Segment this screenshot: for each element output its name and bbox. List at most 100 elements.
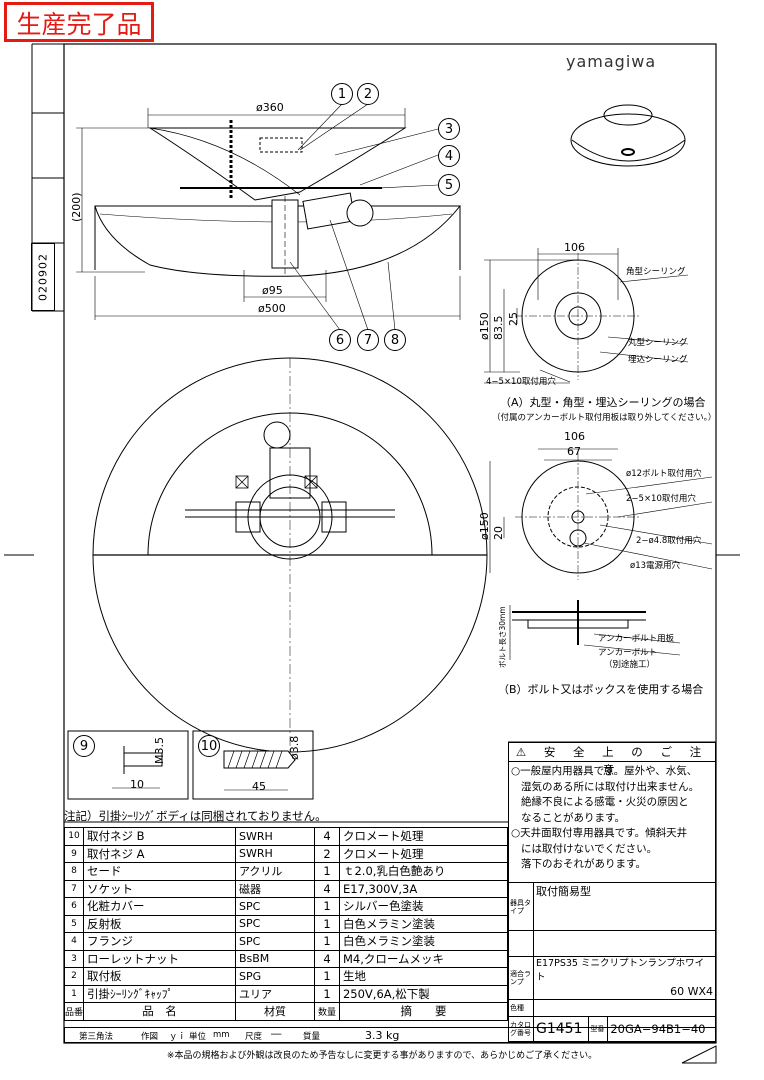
part-name: ローレットナット [83, 949, 236, 968]
dim-95: ø95 [262, 284, 283, 297]
body-note: 注記）引掛ｼｰﾘﾝｸﾞボディは同梱されておりません。 [64, 809, 327, 823]
part-desc: M4,クロームメッキ [338, 949, 509, 968]
label-umekomi: 埋込シーリング [628, 355, 688, 365]
part-qty: 1 [313, 862, 340, 881]
model-value: 20GA−94B1−40 [607, 1016, 716, 1042]
weight-key: 質量 [303, 1032, 321, 1042]
part-desc: クロメート処理 [338, 844, 509, 863]
spec-block: 器具タイプ 取付簡易型 適合ランプ E17PS35 ミニクリプトンランプホワイト… [508, 882, 716, 1042]
document-number-box: 020902 [31, 243, 55, 311]
part-name: 化粧カバー [83, 897, 236, 916]
color-key: 色種 [508, 999, 534, 1017]
part-name: 引掛ｼｰﾘﾝｸﾞｷｬｯﾌﾟ [83, 984, 236, 1003]
dim-b-67: 67 [567, 445, 581, 458]
plan-view [92, 357, 488, 753]
safety-line: 湿気のある所には取付け出来ません。 [521, 780, 700, 793]
detail-10-label: 10 [198, 735, 220, 757]
discontinued-stamp: 生産完了品 [4, 2, 154, 42]
title-block-bottom: 第三角法 作図 ｙｉ 単位 mm 尺度 ── 質量 3.3 kg [64, 1027, 716, 1043]
dim-360: ø360 [256, 101, 284, 114]
lamp-value-2: 60 WX4 [670, 985, 713, 998]
label-holes-2-48: 2−ø4.8取付用穴 [636, 536, 702, 546]
part-name: フランジ [83, 932, 236, 951]
label-anchor-plate: アンカーボルト用板 [598, 634, 675, 644]
part-desc: 生地 [338, 967, 509, 986]
part-desc: 250V,6A,松下製 [338, 984, 509, 1003]
part-qty: 1 [313, 984, 340, 1003]
label-kakugata: 角型シーリング [626, 267, 686, 277]
safety-line: 落下のおそれがあります。 [521, 858, 646, 870]
figure-a-note: （付属のアンカーボルト取付用板は取り外してください。） [492, 413, 717, 423]
dim-a-106: 106 [564, 241, 585, 254]
safety-line: ○一般屋内用器具です。屋外や、水気、 [511, 765, 698, 777]
part-desc: 白色メラミン塗装 [338, 932, 509, 951]
part-mat: ユリア [234, 984, 315, 1003]
lamp-value-1: E17PS35 ミニクリプトンランプホワイト [536, 958, 705, 983]
unit-value: mm [213, 1030, 230, 1040]
part-no: 5 [63, 914, 85, 933]
part-mat: SPG [234, 967, 315, 986]
part-desc: ｔ2.0,乳白色艶あり [338, 862, 509, 881]
dim-b-106: 106 [564, 430, 585, 443]
callout-3: 3 [438, 118, 460, 140]
dim-m35: M3.5 [153, 737, 166, 764]
part-name: セード [83, 862, 236, 881]
catalog-value: G1451 [532, 1016, 590, 1042]
part-qty: 4 [313, 879, 340, 898]
header-desc: 摘 要 [338, 1002, 509, 1021]
safety-notice: ⚠ 安 全 上 の ご 注 意 ○一般屋内用器具です。屋外や、水気、湿気のある所… [508, 742, 716, 882]
part-name: 取付ネジ B [83, 827, 236, 846]
part-no: 8 [63, 862, 85, 881]
part-qty: 1 [313, 897, 340, 916]
header-no: 品番 [63, 1002, 85, 1021]
dim-a-150: ø150 [478, 312, 491, 340]
part-mat: アクリル [234, 862, 315, 881]
part-no: 4 [63, 932, 85, 951]
part-qty: 1 [313, 967, 340, 986]
part-qty: 4 [313, 949, 340, 968]
detail-9-label: 9 [73, 735, 95, 757]
part-qty: 1 [313, 914, 340, 933]
dim-b-20: 20 [492, 526, 505, 540]
safety-title: ⚠ 安 全 上 の ご 注 意 [509, 743, 715, 777]
part-qty: 2 [313, 844, 340, 863]
part-mat: SWRH [234, 827, 315, 846]
lamp-key: 適合ランプ [508, 956, 534, 1000]
label-anchor-separate: （別途施工） [604, 660, 656, 670]
unit-key: 単位 [189, 1032, 207, 1042]
model-key: 型番 [588, 1016, 609, 1042]
label-bolt-length: ボルト長さ30mm [498, 606, 507, 668]
callout-5: 5 [438, 174, 460, 196]
part-no: 7 [63, 879, 85, 898]
side-elevation [76, 103, 462, 331]
part-mat: BsBM [234, 949, 315, 968]
callout-2: 2 [357, 83, 379, 105]
weight-value: 3.3 kg [365, 1029, 400, 1042]
scale-key: 尺度 [245, 1032, 263, 1042]
document-number: 020902 [36, 253, 50, 301]
type-value: 取付簡易型 [533, 882, 716, 931]
part-qty: 1 [313, 932, 340, 951]
part-no: 9 [63, 844, 85, 863]
figure-b-caption: （B）ボルト又はボックスを使用する場合 [498, 683, 704, 696]
dim-b-150: ø150 [478, 512, 491, 540]
safety-body: ○一般屋内用器具です。屋外や、水気、湿気のある所には取付け出来ません。絶縁不良に… [509, 762, 715, 873]
part-no: 2 [63, 967, 85, 986]
part-name: ソケット [83, 879, 236, 898]
warning-icon: ⚠ [515, 745, 534, 759]
part-mat: SPC [234, 897, 315, 916]
part-no: 6 [63, 897, 85, 916]
part-desc: シルバー色塗装 [338, 897, 509, 916]
label-d13: ø13電源用穴 [630, 561, 681, 571]
part-mat: SPC [234, 914, 315, 933]
dim-500: ø500 [258, 302, 286, 315]
drawn-value: ｙｉ [169, 1032, 187, 1042]
callout-1: 1 [331, 83, 353, 105]
callout-8: 8 [384, 329, 406, 351]
safety-line: には取付けないでください。 [521, 842, 658, 855]
figure-b [489, 448, 713, 660]
